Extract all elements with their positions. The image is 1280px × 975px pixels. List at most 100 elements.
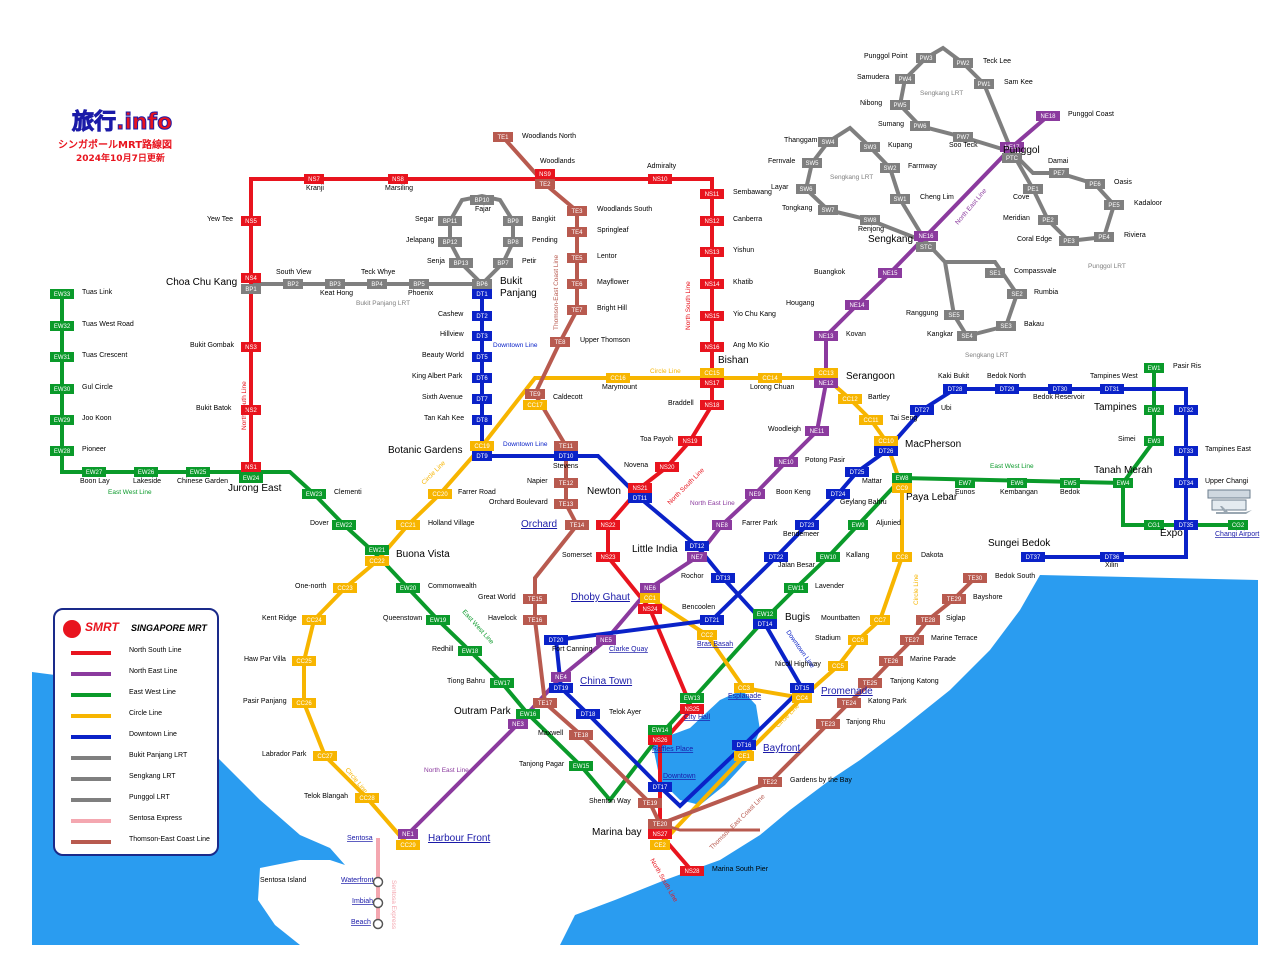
station-name[interactable]: Sam Kee	[1004, 79, 1033, 86]
station-code-badge[interactable]: NE18	[1036, 111, 1060, 121]
station-name[interactable]: Soo Teck	[949, 142, 978, 149]
station-code-badge[interactable]: NE4	[551, 672, 571, 682]
station-code-badge[interactable]: DT13	[711, 573, 735, 583]
station-code-badge[interactable]: SW1	[890, 194, 910, 204]
station-code-badge[interactable]: SW3	[860, 142, 880, 152]
station-code-badge[interactable]: CG1	[1144, 520, 1164, 530]
station-code-badge[interactable]: NE11	[805, 426, 829, 436]
station-code-badge[interactable]: EW21	[365, 545, 389, 555]
station-code-badge[interactable]: NS24	[638, 604, 662, 614]
station-name[interactable]: Admiralty	[647, 163, 677, 170]
station-name[interactable]: Telok Blangah	[304, 793, 348, 800]
station-code-badge[interactable]: SW4	[818, 137, 838, 147]
station-name[interactable]: Clementi	[334, 489, 362, 496]
station-code-badge[interactable]: TE4	[567, 227, 587, 237]
station-code-badge[interactable]: NS13	[700, 247, 724, 257]
station-code-badge[interactable]: DT19	[549, 683, 573, 693]
station-code-badge[interactable]: NE8	[712, 520, 732, 530]
station-name[interactable]: Havelock	[488, 615, 517, 622]
interchange-name[interactable]: Sengkang	[868, 234, 913, 245]
station-code-badge[interactable]: TE9	[525, 389, 545, 399]
interchange-name[interactable]: Botanic Gardens	[388, 445, 463, 456]
station-name[interactable]: Samudera	[857, 74, 889, 81]
station-code-badge[interactable]: CC8	[892, 552, 912, 562]
station-name[interactable]: Joo Koon	[82, 415, 112, 422]
station-code-badge[interactable]: TE1	[493, 132, 513, 142]
station-name[interactable]: Tanjong Katong	[890, 678, 939, 685]
station-code-badge[interactable]: NS19	[678, 436, 702, 446]
station-code-badge[interactable]: PW3	[916, 53, 936, 63]
station-name[interactable]: Marsiling	[385, 185, 413, 192]
station-name[interactable]: Fernvale	[768, 158, 795, 165]
station-code-badge[interactable]: TE29	[942, 594, 966, 604]
station-code-badge[interactable]: CC26	[292, 698, 316, 708]
station-name[interactable]: Bayshore	[973, 594, 1003, 601]
station-code-badge[interactable]: EW15	[569, 761, 593, 771]
station-code-badge[interactable]: CC12	[838, 394, 862, 404]
station-name[interactable]: Braddell	[668, 400, 694, 407]
station-name[interactable]: Boon Lay	[80, 478, 110, 485]
station-name[interactable]: Redhill	[432, 646, 454, 653]
station-code-badge[interactable]: PE1	[1023, 184, 1043, 194]
station-code-badge[interactable]: PE3	[1059, 236, 1079, 246]
station-link-small[interactable]: Raffles Place	[652, 746, 693, 753]
station-name[interactable]: Boon Keng	[776, 489, 811, 496]
station-code-badge[interactable]: NS1	[241, 462, 261, 472]
station-name[interactable]: Mayflower	[597, 279, 630, 286]
interchange-name[interactable]: Little India	[632, 544, 678, 555]
station-name[interactable]: Chinese Garden	[177, 478, 228, 485]
station-name[interactable]: Orchard Boulevard	[489, 499, 548, 506]
station-code-badge[interactable]: DT7	[472, 394, 492, 404]
station-name[interactable]: Lakeside	[133, 478, 161, 485]
interchange-name[interactable]: Serangoon	[846, 371, 895, 382]
station-name[interactable]: Tampines East	[1205, 446, 1251, 453]
station-name[interactable]: Ang Mo Kio	[733, 342, 769, 349]
station-code-badge[interactable]: EW7	[955, 478, 975, 488]
station-code-badge[interactable]: TE19	[638, 798, 662, 808]
station-code-badge[interactable]: EW2	[1144, 405, 1164, 415]
station-name[interactable]: Stevens	[553, 463, 579, 470]
station-code-badge[interactable]: TE6	[567, 279, 587, 289]
station-name[interactable]: Tuas Crescent	[82, 352, 127, 359]
station-code-badge[interactable]: EW32	[50, 321, 74, 331]
station-code-badge[interactable]: TE20	[648, 819, 672, 829]
station-code-badge[interactable]: TE14	[565, 520, 589, 530]
station-name[interactable]: Woodleigh	[768, 426, 801, 433]
station-code-badge[interactable]: CC16	[606, 373, 630, 383]
station-name[interactable]: Siglap	[946, 615, 966, 622]
station-code-badge[interactable]: CC28	[355, 793, 379, 803]
station-code-badge[interactable]: PE6	[1085, 179, 1105, 189]
station-code-badge[interactable]: TE24	[837, 698, 861, 708]
station-code-badge[interactable]: EW4	[1113, 478, 1133, 488]
station-code-badge[interactable]: BP7	[493, 258, 513, 268]
station-code-badge[interactable]: CC13	[814, 368, 838, 378]
station-name[interactable]: Mattar	[862, 478, 883, 485]
station-name[interactable]: Shenton Way	[589, 798, 631, 805]
station-name[interactable]: Jalan Besar	[778, 562, 816, 569]
station-name[interactable]: Tai Seng	[890, 415, 917, 422]
station-name[interactable]: Commonwealth	[428, 583, 477, 590]
station-code-badge[interactable]: CC23	[333, 583, 357, 593]
station-code-badge[interactable]: NS16	[700, 342, 724, 352]
station-name[interactable]: Kupang	[888, 142, 912, 149]
station-code-badge[interactable]: DT30	[1048, 384, 1072, 394]
station-code-badge[interactable]: CE1	[734, 751, 754, 761]
station-name[interactable]: Punggol Point	[864, 53, 908, 60]
station-code-badge[interactable]: NS11	[700, 189, 724, 199]
station-code-badge[interactable]: NS26	[648, 735, 672, 745]
station-name[interactable]: Haw Par Villa	[244, 656, 286, 663]
station-marker[interactable]	[372, 876, 384, 888]
station-name[interactable]: South View	[276, 269, 312, 276]
station-name[interactable]: Pioneer	[82, 446, 107, 453]
station-name[interactable]: Labrador Park	[262, 751, 307, 758]
station-name[interactable]: Kangkar	[927, 331, 954, 338]
station-code-badge[interactable]: EW10	[816, 552, 840, 562]
station-code-badge[interactable]: NE13	[814, 331, 838, 341]
station-code-badge[interactable]: NE16	[914, 231, 938, 241]
station-name[interactable]: Yishun	[733, 247, 754, 254]
station-link-small[interactable]: Imbiah	[352, 898, 373, 905]
station-name[interactable]: Tanjong Pagar	[519, 761, 565, 768]
station-code-badge[interactable]: NS2	[241, 405, 261, 415]
interchange-name[interactable]: Bukit	[500, 276, 522, 287]
station-name[interactable]: Fajar	[475, 206, 492, 213]
